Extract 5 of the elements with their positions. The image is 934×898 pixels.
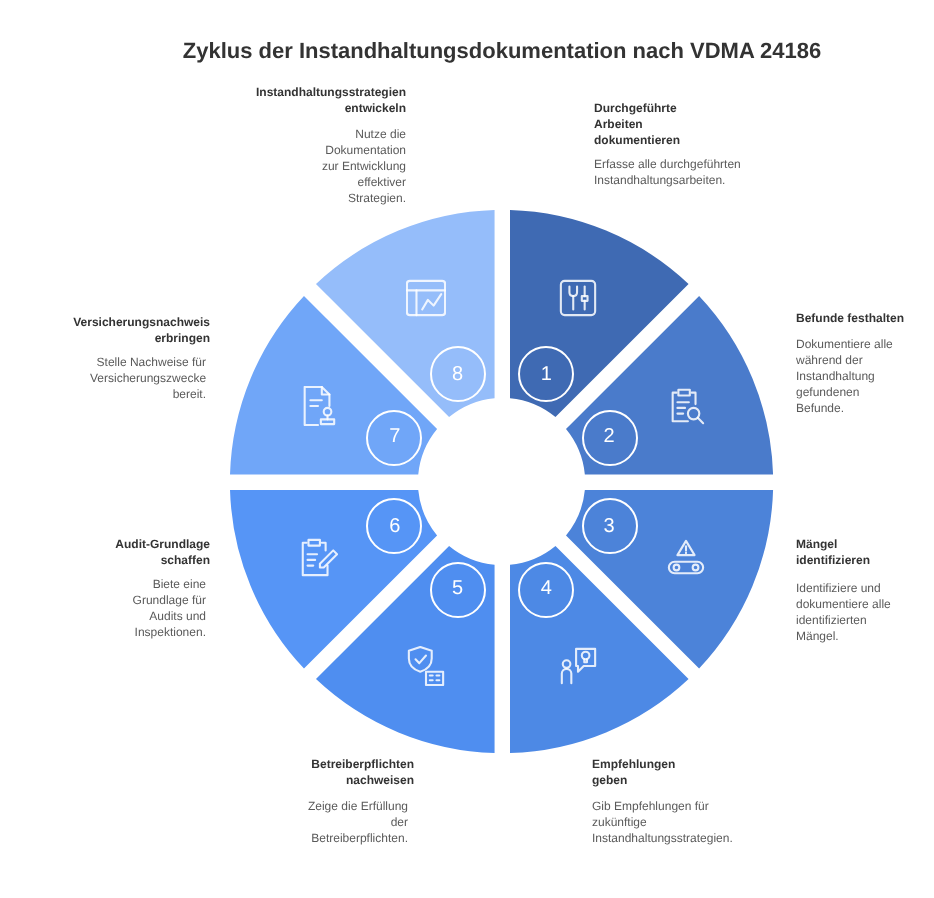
cycle-segment — [230, 490, 438, 669]
cycle-segment — [566, 295, 774, 474]
cycle-segment — [510, 546, 689, 754]
cycle-segment — [315, 210, 494, 418]
diagram-title: Zyklus der Instandhaltungsdokumentation nach VDMA 24186 — [182, 40, 822, 66]
